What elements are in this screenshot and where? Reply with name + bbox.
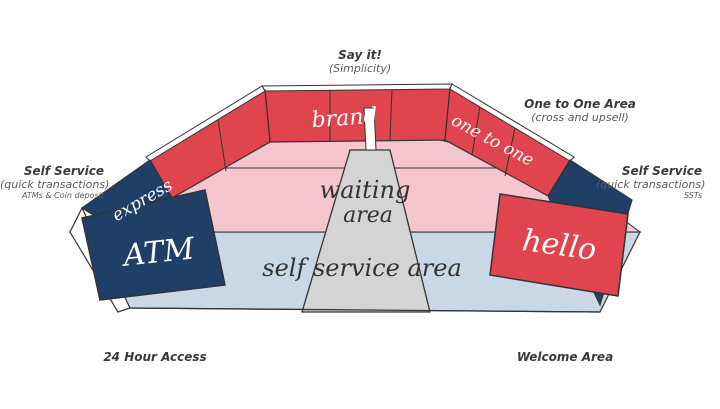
wall-divider [217, 119, 227, 172]
one-to-one-sub: (cross and upsell) [531, 111, 629, 124]
self-service-left-sub: (quick transactions) [0, 178, 110, 191]
wall-divider [389, 88, 393, 141]
hello-panel [489, 193, 629, 297]
welcome-area-title: Welcome Area [516, 350, 614, 364]
hour-access-label: 24 Hour Access [100, 350, 210, 364]
self-service-left-label: Self Service (quick transactions) ATMs &… [0, 164, 110, 200]
atm-panel [81, 189, 226, 301]
atm-sketch-text: ATM [119, 231, 197, 274]
self-service-area-sketch-text: self service area [262, 254, 462, 282]
say-it-sub: (Simplicity) [328, 62, 392, 75]
hour-access-title: 24 Hour Access [103, 350, 207, 364]
self-service-right-label: Self Service (quick transactions) SSTs [596, 164, 706, 200]
brand-strip [363, 107, 377, 151]
wall-divider [471, 105, 481, 156]
self-service-left-title: Self Service [23, 164, 104, 178]
self-service-left-detail: ATMs & Coin deposit [22, 191, 104, 200]
one-to-one-label: One to One Area (cross and upsell) [520, 97, 640, 124]
wall-divider [504, 127, 516, 177]
waiting-path [301, 149, 431, 313]
waiting-line1-sketch-text: waiting [320, 176, 411, 204]
self-service-right-detail: SSTs [684, 191, 702, 200]
say-it-label: Say it! (Simplicity) [320, 48, 400, 75]
say-it-title: Say it! [338, 48, 382, 62]
waiting-line2-sketch-text: area [343, 203, 393, 228]
self-service-right-sub: (quick transactions) [596, 178, 706, 191]
left-wall-top [145, 85, 266, 162]
one-to-one-title: One to One Area [524, 97, 636, 111]
welcome-area-label: Welcome Area [515, 350, 615, 364]
front-edge [129, 307, 601, 313]
self-service-right-title: Self Service [621, 164, 702, 178]
brand-sketch-text: brand [311, 104, 379, 134]
